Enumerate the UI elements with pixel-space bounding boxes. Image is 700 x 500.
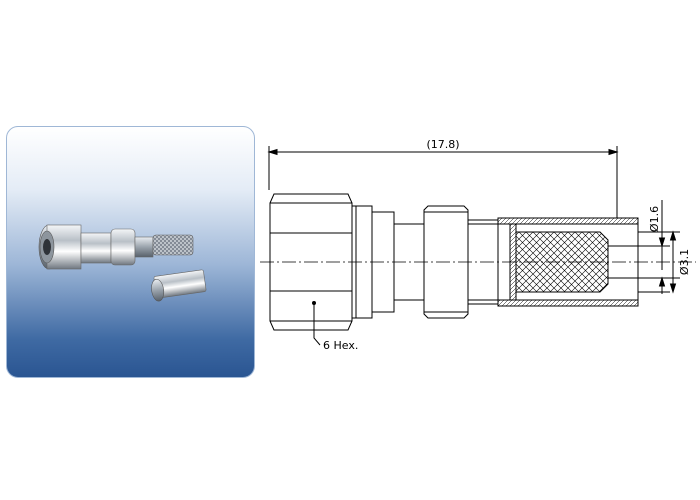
hex-nut <box>269 193 353 331</box>
length-dimension <box>267 146 619 218</box>
diameter-small-label: Ø1.6 <box>648 206 661 232</box>
technical-drawing: (17.8) Ø1.6 Ø3.1 6 Hex. <box>260 138 696 352</box>
cable-braid <box>515 231 609 293</box>
connector-photo-icon <box>38 224 207 302</box>
hex-leader-dot <box>312 301 316 305</box>
braid-photo <box>152 234 194 256</box>
diameter-small-dimension <box>658 200 666 294</box>
hex-leader <box>313 303 321 346</box>
connector-neck-photo <box>134 236 154 258</box>
hex-callout-label: 6 Hex. <box>323 339 358 352</box>
connector-collar <box>423 205 469 319</box>
connector-collar-photo <box>110 228 136 266</box>
overall-length-label: (17.8) <box>426 138 459 151</box>
product-photo-panel <box>6 126 255 378</box>
connector-body-photo <box>80 232 112 264</box>
diameter-large-label: Ø3.1 <box>678 249 691 275</box>
crimp-ferrule-photo <box>151 269 207 302</box>
hex-nut-photo <box>38 224 82 270</box>
